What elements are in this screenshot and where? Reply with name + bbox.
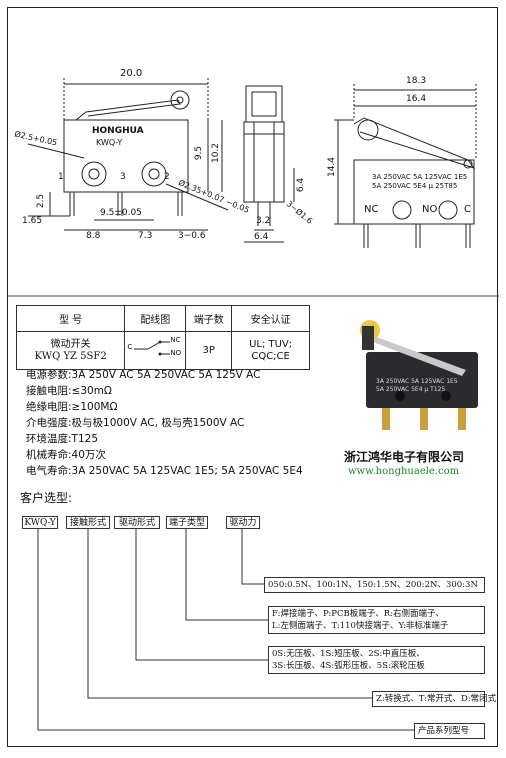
code-terminal: 端子类型 — [166, 516, 208, 529]
dim-1-65: 1.65 — [22, 216, 43, 226]
option-force: 050:0.5N、100:1N、150:1.5N、200:2N、300:3N — [264, 577, 485, 593]
table-cell-cert: UL; TUV; CQC;CE — [231, 331, 310, 370]
dim-height-a: 9.5 — [194, 145, 205, 161]
table-header-wiring: 配线图 — [124, 305, 187, 332]
front-body — [243, 121, 285, 203]
switch-body-outline — [63, 119, 189, 193]
cert-line-2: CQC;CE — [251, 350, 290, 362]
front-dim-3-2: 3.2 — [256, 216, 271, 226]
dim-3-06: 3−0.6 — [178, 231, 206, 241]
roller — [170, 90, 190, 110]
table-cell-terminals: 3P — [185, 331, 233, 370]
code-force: 驱动力 — [226, 516, 260, 529]
dim-height-b: 10.2 — [211, 142, 222, 164]
technical-drawing — [8, 78, 499, 297]
option-terminal: F:焊接端子、P:PCB板端子、R:右侧面端子、 L:左侧面端子、T:110快接… — [268, 606, 485, 634]
wiring-diagram — [134, 340, 171, 356]
right-rating-1: 3A 250VAC 5A 125VAC 1E5 — [372, 173, 468, 181]
option-actuator: 0S:无压板、1S:短压板、2S:中直压板、 3S:长压板、4S:弧形压板、5S… — [268, 646, 485, 674]
spec-electrical-life: 电气寿命:3A 250VAC 5A 125VAC 1E5; 5A 250VAC … — [26, 465, 303, 477]
dim-7-3: 7.3 — [138, 231, 153, 241]
mount-hole-1 — [81, 161, 107, 187]
front-dim-6-4: 6.4 — [296, 177, 307, 193]
info-table: 型 号 配线图 端子数 安全认证 微动开关 KWQ YZ 5SF2 C NC — [15, 305, 310, 370]
right-term-no: NO — [422, 204, 438, 215]
photo-rating-2: 5A 250VAC 5E4 µ T125 — [376, 386, 446, 393]
spec-temperature: 环境温度:T125 — [26, 433, 99, 445]
spec-contact-resistance: 接触电阻:≤30mΩ — [26, 385, 112, 397]
photo-rating-1: 3A 250VAC 5A 125VAC 1E5 — [376, 378, 458, 385]
model-line-1: 微动开关 — [50, 338, 91, 350]
code-actuator: 驱动形式 — [114, 516, 160, 529]
product-photo — [360, 320, 478, 430]
front-dim-6-4b: 6.4 — [254, 232, 269, 242]
table-cell-wiring: C NC NO — [124, 331, 187, 370]
front-actuator — [245, 85, 283, 123]
selection-title: 客户选型: — [20, 491, 73, 505]
mount-hole-2 — [141, 161, 167, 187]
table-header-terminals: 端子数 — [185, 305, 233, 332]
code-contact: 接触形式 — [66, 516, 110, 529]
company-url[interactable]: www.honghuaele.com — [348, 466, 460, 477]
wiring-nc: NC — [170, 336, 181, 344]
right-rating-2: 5A 250VAC 5E4 µ 25T85 — [372, 182, 458, 190]
right-dim-18-3: 18.3 — [406, 76, 427, 86]
table-cell-model: 微动开关 KWQ YZ 5SF2 — [15, 331, 126, 370]
lever-arm — [75, 99, 181, 121]
datasheet-page: 20.0 HONGHUA KWQ-Y Ø2.5+0.05 9.5 10.2 2.… — [7, 7, 499, 747]
wiring-no: NO — [170, 349, 182, 357]
table-header-model: 型 号 — [15, 305, 126, 332]
right-dim-14-4: 14.4 — [327, 156, 338, 178]
model-line-2: KWQ YZ 5SF2 — [34, 350, 107, 362]
code-series: KWQ-Y — [22, 516, 58, 529]
right-roller — [357, 119, 379, 141]
spec-insulation: 绝缘电阻:≥100MΩ — [26, 401, 118, 413]
company-name: 浙江鸿华电子有限公司 — [344, 450, 465, 464]
option-series: 产品系列型号 — [414, 723, 485, 739]
right-body — [353, 159, 475, 225]
right-term-nc: NC — [364, 204, 379, 215]
cert-line-1: UL; TUV; — [249, 338, 293, 350]
dim-length: 20.0 — [120, 68, 143, 79]
brand-mark: HONGHUA — [92, 126, 144, 136]
dim-pitch: 9.5±0.05 — [100, 208, 142, 218]
spec-dielectric: 介电强度:极与极1000V AC, 极与壳1500V AC — [26, 417, 245, 429]
spec-power: 电源参数:3A 250V AC 5A 250VAC 5A 125V AC — [26, 369, 261, 381]
dim-8-8: 8.8 — [86, 231, 101, 241]
wiring-c: C — [127, 343, 133, 351]
table-header-cert: 安全认证 — [231, 305, 310, 332]
spec-mechanical-life: 机械寿命:40万次 — [26, 449, 106, 461]
model-mark: KWQ-Y — [96, 138, 123, 147]
option-contact: Z:转换式、T:常开式、D:常闭式 — [372, 691, 496, 707]
pin-label-2: 2 — [164, 172, 170, 182]
right-term-c: C — [464, 204, 471, 215]
dim-2-5: 2.5 — [36, 193, 47, 209]
pin-label-3: 3 — [120, 172, 126, 182]
pin-label-1: 1 — [58, 172, 64, 182]
right-dim-16-4: 16.4 — [406, 94, 427, 104]
